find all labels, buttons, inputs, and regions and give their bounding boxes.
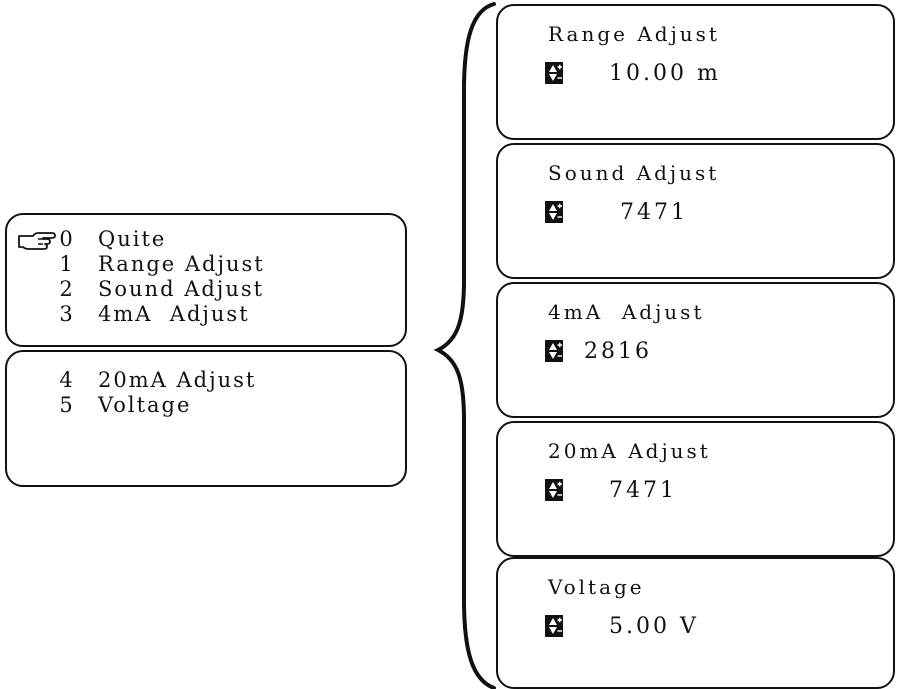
up-down-plus-minus-icon (545, 340, 563, 362)
voltage-value[interactable]: 5.00 V (609, 614, 699, 639)
menu-item-number: 3 (59, 302, 75, 326)
up-down-plus-minus-icon (545, 201, 563, 223)
up-down-plus-minus-icon (545, 615, 563, 637)
4ma-adjust-screen: 4mA Adjust 2816 (496, 282, 895, 418)
menu-item-label: Sound Adjust (98, 277, 265, 301)
menu-item-label: Range Adjust (98, 252, 265, 276)
menu-item-number: 2 (59, 277, 75, 301)
menu-item-label: Quite (98, 227, 167, 251)
menu-item-number: 0 (59, 227, 75, 251)
screen-title: Sound Adjust (548, 161, 720, 185)
menu-item-label: 20mA Adjust (98, 368, 257, 392)
pointing-hand-icon (18, 232, 56, 250)
menu-screen-page-2: 4 20mA Adjust 5 Voltage (5, 350, 407, 487)
screen-title: Voltage (548, 575, 645, 599)
range-adjust-screen: Range Adjust 10.00 m (496, 4, 895, 140)
screen-title: Range Adjust (548, 22, 720, 46)
menu-item-number: 1 (59, 252, 75, 276)
4ma-value[interactable]: 2816 (584, 339, 652, 364)
sound-adjust-screen: Sound Adjust 7471 (496, 143, 895, 279)
20ma-adjust-screen: 20mA Adjust 7471 (496, 421, 895, 557)
menu-screen-page-1: 0 Quite 1 Range Adjust 2 Sound Adjust 3 … (5, 213, 407, 347)
menu-item-label: 4mA Adjust (98, 302, 250, 326)
up-down-plus-minus-icon (545, 62, 563, 84)
menu-item-label: Voltage (98, 393, 192, 417)
screen-title: 4mA Adjust (548, 300, 705, 324)
curly-brace (433, 2, 496, 689)
range-value[interactable]: 10.00 m (609, 61, 721, 86)
20ma-value[interactable]: 7471 (609, 478, 677, 503)
screen-title: 20mA Adjust (548, 439, 711, 463)
menu-item-number: 4 (59, 368, 75, 392)
up-down-plus-minus-icon (545, 479, 563, 501)
sound-value[interactable]: 7471 (620, 200, 688, 225)
menu-item-number: 5 (59, 393, 75, 417)
voltage-screen: Voltage 5.00 V (496, 557, 895, 689)
